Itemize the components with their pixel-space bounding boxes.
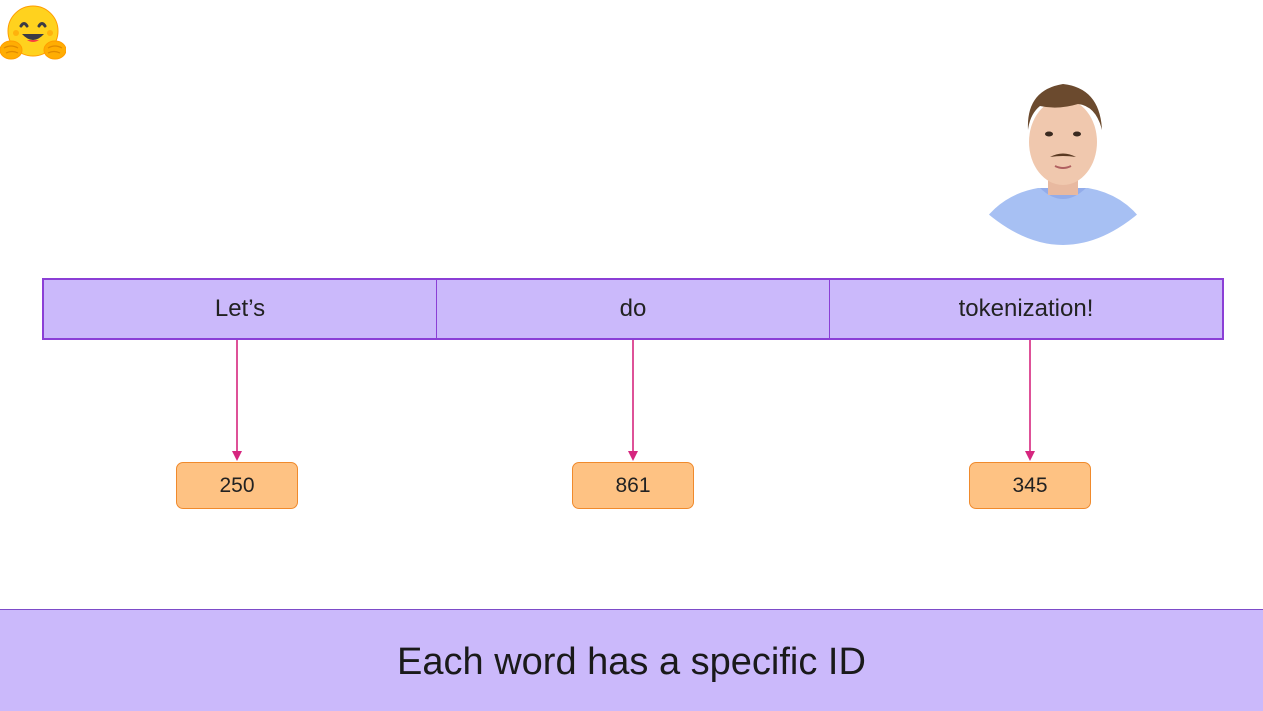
token-row: Let’s do tokenization! <box>42 278 1224 340</box>
arrow-2 <box>1025 340 1035 461</box>
token-id-box-2: 345 <box>969 462 1091 509</box>
presenter-video-avatar <box>978 84 1148 245</box>
token-id-box-1: 861 <box>572 462 694 509</box>
token-id-box-0: 250 <box>176 462 298 509</box>
caption-bar: Each word has a specific ID <box>0 609 1263 711</box>
caption-text: Each word has a specific ID <box>397 641 866 683</box>
hugging-face-logo-icon <box>0 5 66 60</box>
arrow-1 <box>628 340 638 461</box>
arrow-0 <box>232 340 242 461</box>
token-cell-1: do <box>436 280 829 338</box>
token-cell-2: tokenization! <box>829 280 1222 338</box>
token-cell-0: Let’s <box>214 295 266 322</box>
